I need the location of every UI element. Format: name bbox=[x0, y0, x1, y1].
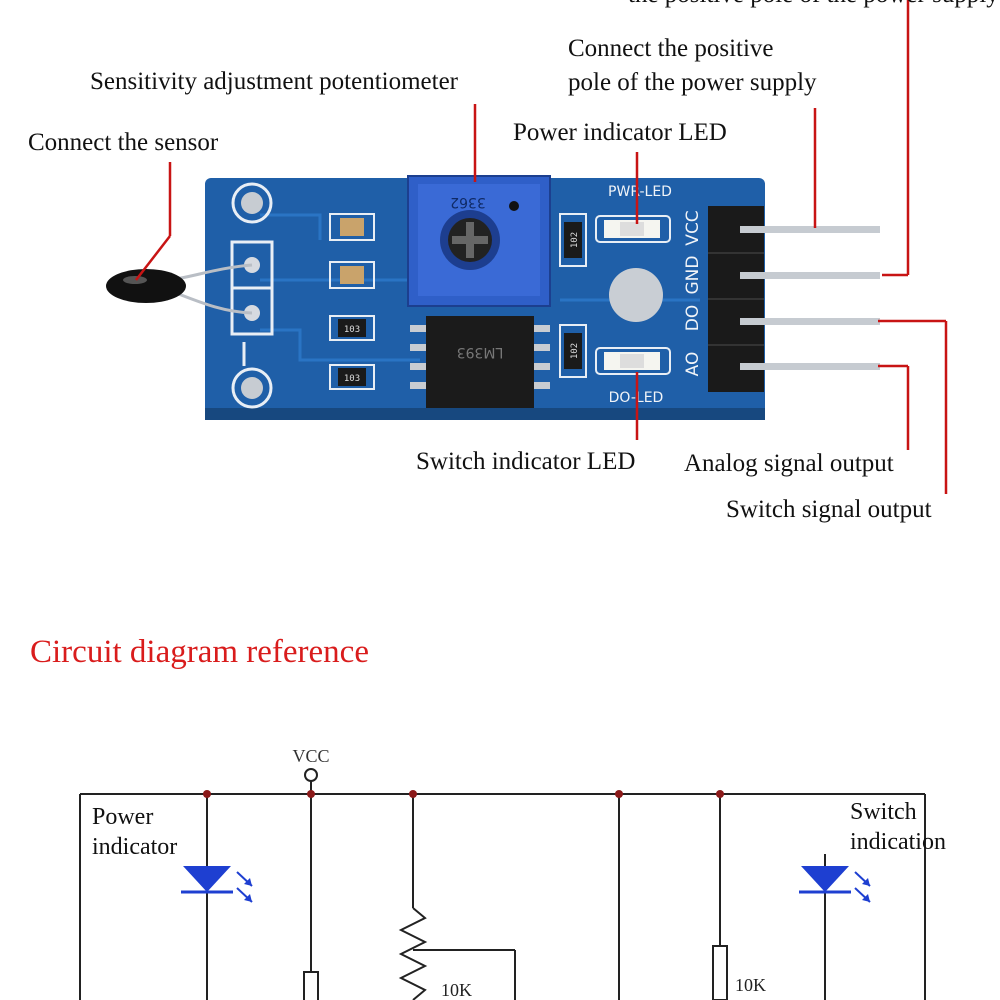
pot-value-label: 10K bbox=[441, 980, 472, 1000]
power-indicator-label-line1: Power bbox=[92, 804, 154, 830]
resistor-r4: 103 bbox=[329, 364, 375, 390]
ic-marking: LM393 bbox=[457, 344, 504, 360]
label-switch-output: Switch signal output bbox=[726, 496, 932, 523]
mounting-hole-top bbox=[231, 182, 273, 224]
lm393-chip: LM393 bbox=[410, 316, 550, 408]
pin-header bbox=[708, 206, 880, 392]
pin-label-gnd: GND bbox=[683, 256, 703, 295]
potentiometer: 3362 bbox=[407, 175, 551, 307]
label-sensitivity: Sensitivity adjustment potentiometer bbox=[90, 68, 459, 95]
label-analog-output: Analog signal output bbox=[684, 450, 894, 477]
res-code-4: 103 bbox=[344, 374, 360, 384]
res-code-3: 103 bbox=[344, 325, 360, 335]
pwr-led-silkscreen: PWR-LED bbox=[608, 184, 672, 200]
resistor-r1: 102 bbox=[559, 213, 587, 267]
circuit-heading: Circuit diagram reference bbox=[30, 634, 369, 670]
pin-label-vcc: VCC bbox=[683, 210, 703, 245]
callout-lines bbox=[135, 0, 948, 494]
resistor-r3: 103 bbox=[329, 315, 375, 341]
label-switch-led: Switch indicator LED bbox=[416, 448, 636, 475]
label-vcc-line2: pole of the power supply bbox=[568, 69, 817, 96]
pin-label-ao: AO bbox=[683, 352, 703, 377]
center-mounting-hole bbox=[609, 268, 663, 322]
sensor-board-diagram: 103 103 3362 102 102 LM393 bbox=[106, 0, 948, 494]
do-led bbox=[595, 347, 671, 375]
label-top-cut: the positive pole of the power supply bbox=[628, 0, 999, 10]
thermistor-sensor bbox=[106, 263, 253, 315]
switch-indication-label-line1: Switch bbox=[850, 799, 917, 825]
power-led bbox=[595, 215, 671, 243]
switch-indication-label-line2: indication bbox=[850, 829, 946, 855]
switch-indication-led-symbol bbox=[799, 866, 871, 903]
label-vcc-line1: Connect the positive bbox=[568, 35, 774, 62]
pot-marking: 3362 bbox=[450, 194, 486, 210]
resistor-r2: 102 bbox=[559, 324, 587, 378]
power-indicator-led-symbol bbox=[181, 866, 253, 903]
res-code-2: 102 bbox=[570, 343, 580, 359]
mounting-hole-bottom bbox=[231, 367, 273, 409]
label-power-led: Power indicator LED bbox=[513, 119, 727, 146]
pin-label-do: DO bbox=[683, 305, 703, 331]
junction-nodes bbox=[203, 790, 724, 798]
power-indicator-label-line2: indicator bbox=[92, 834, 178, 860]
res-code-1: 102 bbox=[570, 232, 580, 248]
vcc-label: VCC bbox=[292, 746, 329, 766]
label-sensor: Connect the sensor bbox=[28, 129, 219, 156]
resistor-value-label: 10K bbox=[735, 975, 766, 995]
